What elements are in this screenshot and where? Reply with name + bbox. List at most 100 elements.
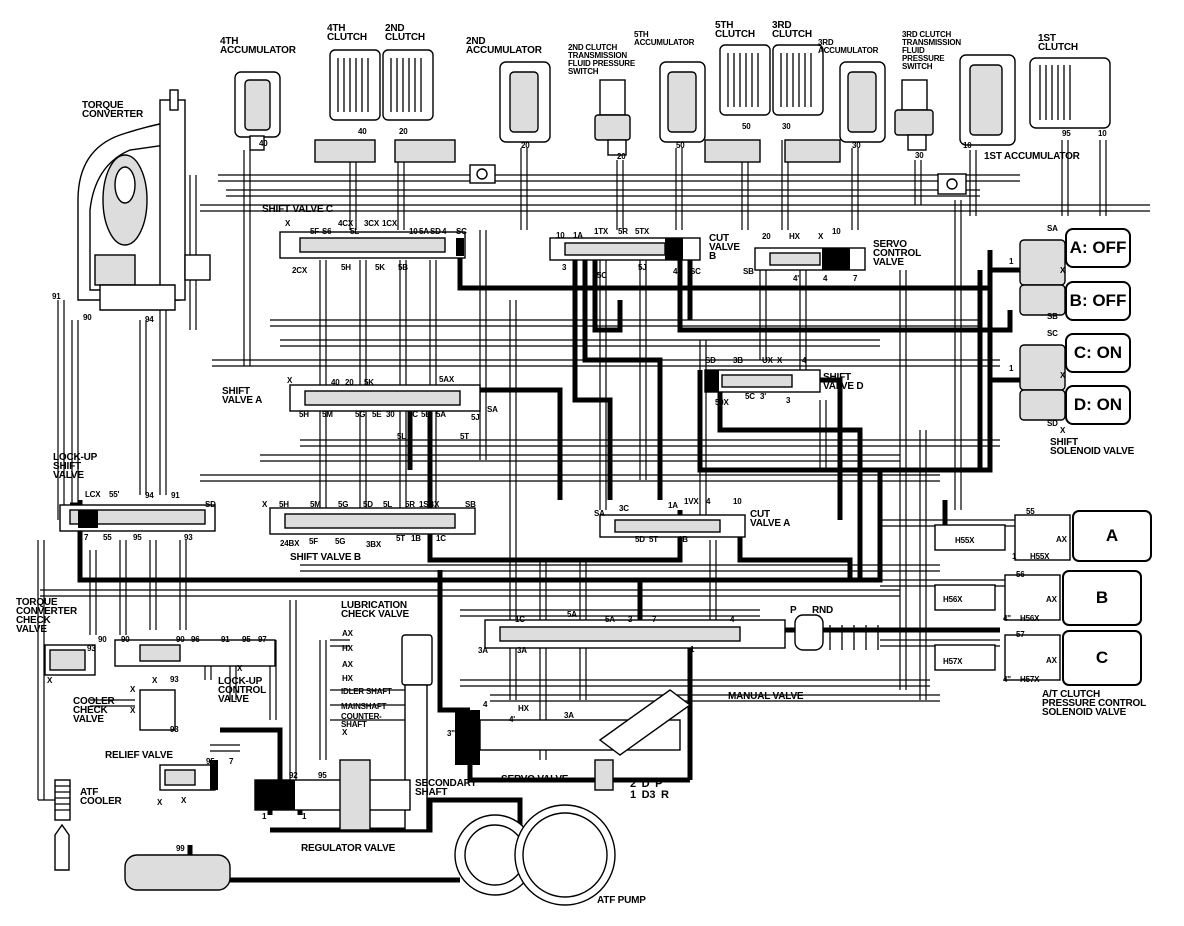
port-label: X	[342, 728, 348, 737]
port-label: 4''	[1003, 675, 1011, 684]
accumulator-5th	[659, 61, 706, 143]
port-label: X	[818, 232, 824, 241]
port-label: AX	[342, 660, 353, 669]
port-label: 7	[853, 274, 858, 283]
port-label: 5H	[341, 263, 351, 272]
port-label: 40	[358, 127, 367, 136]
port-label: 95	[206, 757, 215, 766]
label-cut-valve-a: CUT VALVE A	[750, 509, 791, 529]
label-manual-valve: MANUAL VALVE	[728, 691, 804, 702]
label-relief-valve: RELIEF VALVE	[105, 750, 173, 761]
port-label: 4	[706, 497, 711, 506]
port-label: AX	[342, 629, 353, 638]
shift-valve-a-body	[289, 384, 481, 412]
port-label: H55X	[955, 536, 975, 545]
label-shift-valve-d: SHIFT VALVE D	[823, 372, 864, 392]
port-label: 3BX	[366, 540, 381, 549]
port-label: 5T	[396, 534, 405, 543]
port-label: 3A	[564, 711, 574, 720]
label-accumulator-4th: 4TH ACCUMULATOR	[220, 36, 296, 56]
port-label: 5R	[405, 500, 415, 509]
clutch-2nd	[382, 49, 456, 163]
port-label: 5A	[436, 410, 446, 419]
port-label: 5K	[375, 263, 385, 272]
clutch-5th	[704, 44, 771, 163]
port-label: 95	[242, 635, 251, 644]
label-shift-valve-b: SHIFT VALVE B	[290, 552, 361, 563]
clutch-3rd	[772, 44, 841, 163]
torque-converter-check-valve-body	[44, 644, 96, 676]
port-label: X	[237, 664, 243, 673]
port-label: 7	[652, 615, 657, 624]
port-label: 5C	[745, 392, 755, 401]
port-label: 1	[1009, 257, 1014, 266]
port-label: 5A	[567, 610, 577, 619]
port-label: 10	[832, 227, 841, 236]
label-cooler-check-valve: COOLER CHECK VALVE	[73, 696, 115, 725]
port-label: X	[47, 676, 53, 685]
port-label: 4	[442, 227, 447, 236]
port-label: 20	[762, 232, 771, 241]
port-label: SA	[487, 405, 498, 414]
shift-valve-c-body	[279, 231, 466, 259]
port-label: 95	[133, 533, 142, 542]
port-label: 24BX	[280, 539, 300, 548]
check-ball-top-1	[469, 164, 496, 184]
port-label: 93	[170, 725, 179, 734]
port-label: 50X	[715, 398, 729, 407]
port-label: 1	[1012, 552, 1017, 561]
label-torque-converter-check-valve: TORQUE CONVERTER CHECK VALVE	[16, 597, 77, 635]
port-label: SA	[1047, 224, 1058, 233]
port-label: X	[181, 796, 187, 805]
port-label: 5TX	[635, 227, 650, 236]
regulator-valve-body	[254, 759, 411, 831]
cut-valve-b-body	[549, 237, 701, 261]
port-label: 5G	[338, 500, 349, 509]
port-label: X	[287, 376, 293, 385]
port-label: 93	[184, 533, 193, 542]
label-torque-converter: TORQUE CONVERTER	[82, 100, 143, 120]
port-label: 5B	[421, 410, 431, 419]
port-label: 4	[673, 267, 678, 276]
label-idler-shaft: IDLER SHAFT	[341, 687, 392, 696]
port-label: X	[130, 685, 136, 694]
port-label: SB	[465, 500, 476, 509]
port-label: 95	[1062, 129, 1071, 138]
label-accumulator-2nd: 2ND ACCUMULATOR	[466, 36, 542, 56]
port-label: 4	[823, 274, 828, 283]
port-label: 10	[963, 141, 972, 150]
label-gear-positions: 2 D P 1 D3 R	[630, 778, 669, 801]
port-label: 57	[1016, 630, 1025, 639]
port-label: SC	[456, 227, 467, 236]
torque-converter	[77, 89, 211, 311]
port-label: 3	[786, 396, 791, 405]
port-label: SD	[430, 227, 441, 236]
port-label: 55'	[109, 490, 120, 499]
port-label: 1TX	[594, 227, 609, 236]
port-label: X	[1060, 426, 1066, 435]
port-label: 56	[1016, 570, 1025, 579]
port-label: SC	[690, 267, 701, 276]
port-label: 5C	[408, 410, 418, 419]
label-shift-valve-a: SHIFT VALVE A	[222, 386, 263, 406]
port-label: X	[152, 676, 158, 685]
port-label: SD	[705, 356, 716, 365]
port-label: 5R	[618, 227, 628, 236]
port-label: 20	[345, 378, 354, 387]
port-label: HX	[342, 644, 353, 653]
port-label: 5D	[363, 500, 373, 509]
port-label: 1	[262, 812, 267, 821]
port-label: 4CX	[338, 219, 353, 228]
pressure-solenoid-b: B	[1062, 570, 1142, 626]
port-label: 94	[145, 491, 154, 500]
port-label: SC	[1047, 329, 1058, 338]
port-label: 5A	[419, 227, 429, 236]
port-label: X	[157, 798, 163, 807]
port-label: X	[777, 356, 783, 365]
label-servo-control-valve: SERVO CONTROL VALVE	[873, 239, 922, 268]
label-shift-solenoid-valve: SHIFT SOLENOID VALVE	[1050, 437, 1135, 457]
shift-valve-b-body	[269, 507, 476, 535]
port-label: S6	[322, 227, 332, 236]
port-label: H55X	[1030, 552, 1050, 561]
